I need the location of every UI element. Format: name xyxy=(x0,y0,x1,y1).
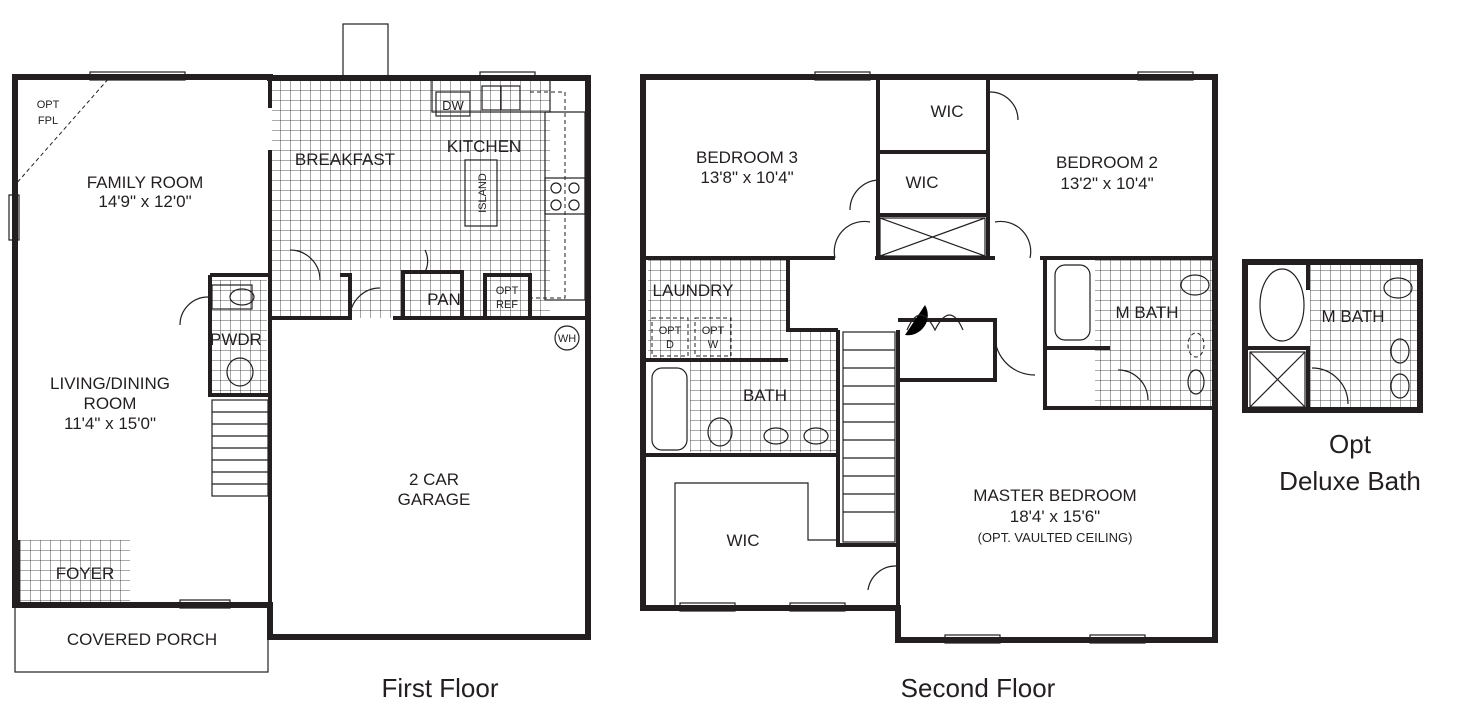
opt-fpl-label-2: FPL xyxy=(38,115,58,127)
wic-bottom-label: WIC xyxy=(726,531,759,550)
second-floor-stairs xyxy=(842,331,896,543)
bath-label: BATH xyxy=(743,386,787,405)
family-room-dim: 14'9" x 12'0" xyxy=(98,192,191,211)
garage-label-2: GARAGE xyxy=(398,490,471,509)
second-floor: BEDROOM 3 13'8" x 10'4" WIC WIC BEDROOM … xyxy=(640,71,1218,703)
opt-ref-label-1: OPT xyxy=(496,285,519,297)
second-floor-caption: Second Floor xyxy=(901,673,1056,703)
living-dining-label-1: LIVING/DINING xyxy=(50,374,170,393)
wic-mid-label: WIC xyxy=(905,173,938,192)
opt-ref-label-2: REF xyxy=(496,299,518,311)
master-bedroom-note: (OPT. VAULTED CEILING) xyxy=(978,530,1133,545)
m-bath-tile xyxy=(1095,260,1213,408)
living-dining-dim: 11'4" x 15'0" xyxy=(64,414,156,433)
deluxe-bath-caption-2: Deluxe Bath xyxy=(1279,466,1421,496)
living-dining-label-2: ROOM xyxy=(84,394,137,413)
first-floor-caption: First Floor xyxy=(382,673,499,703)
wh-circle xyxy=(554,325,580,351)
garage-label-1: 2 CAR xyxy=(409,470,459,489)
bedroom2-dim: 13'2" x 10'4" xyxy=(1060,174,1153,193)
deluxe-bath: M BATH Opt Deluxe Bath xyxy=(1242,259,1423,496)
bedroom2-label: BEDROOM 2 xyxy=(1056,153,1158,172)
dw-box xyxy=(435,91,471,117)
opt-w-label-2: W xyxy=(708,339,719,351)
deluxe-bath-tile xyxy=(1310,264,1418,410)
pwdr-toilet xyxy=(226,357,254,387)
chimney xyxy=(342,23,389,77)
breakfast-label: BREAKFAST xyxy=(295,150,395,169)
kitchen-tile xyxy=(272,78,550,318)
wh-label: WH xyxy=(558,333,576,345)
laundry-label: LAUNDRY xyxy=(653,281,734,300)
island-block xyxy=(464,159,498,227)
opt-fpl-label-1: OPT xyxy=(37,99,60,111)
deluxe-m-bath-label: M BATH xyxy=(1322,307,1385,326)
m-bath-label: M BATH xyxy=(1116,303,1179,322)
bedroom3-dim: 13'8" x 10'4" xyxy=(700,168,793,187)
wic-top-label: WIC xyxy=(930,102,963,121)
covered-porch-label: COVERED PORCH xyxy=(67,630,217,649)
deluxe-tub xyxy=(1259,268,1305,342)
deluxe-bath-caption-1: Opt xyxy=(1329,429,1372,459)
kitchen-label: KITCHEN xyxy=(447,137,522,156)
pan-label: PAN xyxy=(427,290,461,309)
dw-label: DW xyxy=(442,98,464,113)
opt-d-label-1: OPT xyxy=(659,325,682,337)
foyer-label: FOYER xyxy=(56,564,115,583)
pwdr-tile xyxy=(212,280,267,395)
master-bedroom-label: MASTER BEDROOM xyxy=(973,486,1136,505)
bedroom3-label: BEDROOM 3 xyxy=(696,148,798,167)
first-floor-stairs xyxy=(211,399,269,497)
pwdr-label: PWDR xyxy=(210,330,262,349)
island-label: ISLAND xyxy=(477,173,489,213)
second-floor-exterior-wall xyxy=(640,74,1218,643)
opt-w-label-1: OPT xyxy=(702,325,725,337)
family-room-label: FAMILY ROOM xyxy=(87,173,204,192)
covered-porch xyxy=(14,604,269,673)
foyer-tile xyxy=(18,540,130,606)
opt-d-label-2: D xyxy=(666,339,674,351)
master-bedroom-dim: 18'4' x 15'6" xyxy=(1010,507,1100,526)
bath-tile xyxy=(690,330,838,452)
first-floor: OPT FPL FAMILY ROOM 14'9" x 12'0" BREAKF… xyxy=(8,23,591,703)
